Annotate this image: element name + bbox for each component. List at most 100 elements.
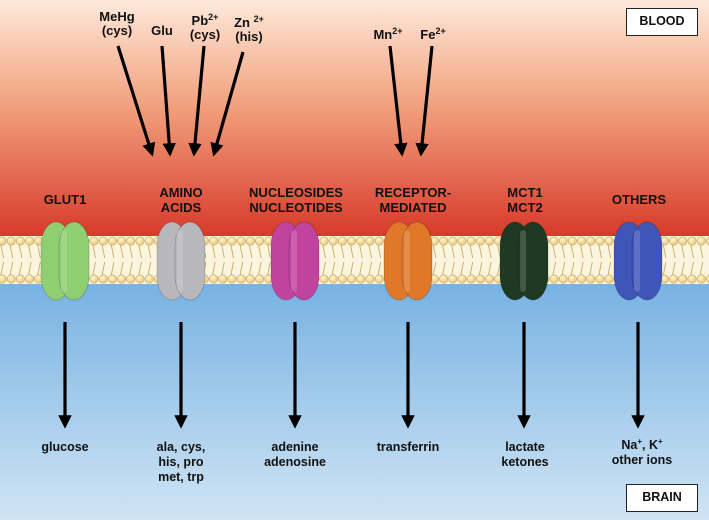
lipid-bilayer <box>0 236 709 284</box>
lipid-head <box>586 274 596 284</box>
lipid-tail <box>441 242 446 259</box>
lipid-tail <box>579 261 584 278</box>
ion-pb: Pb2+ (cys) <box>189 12 221 42</box>
transporter-lobe-right <box>631 221 663 301</box>
brain-region <box>0 284 709 520</box>
transporter-label-glut1: GLUT1 <box>43 192 87 207</box>
lipid-tail <box>18 242 23 259</box>
transporter-amino-acids <box>156 221 206 301</box>
lipid-head <box>485 274 495 284</box>
lipid-tail <box>552 242 556 259</box>
lipid-head <box>98 236 108 246</box>
lipid-tail <box>680 242 685 259</box>
transporter-mct <box>499 221 549 301</box>
transporter-label-others: OTHERS <box>611 192 667 207</box>
lipid-head <box>374 236 384 246</box>
lipid-tail <box>460 242 464 259</box>
lipid-tail <box>257 261 262 278</box>
lipid-tail <box>690 242 694 259</box>
lipid-head <box>15 236 25 246</box>
transporter-highlight <box>634 230 640 292</box>
lipid-tail <box>119 242 124 259</box>
lipid-head <box>236 274 246 284</box>
lipid-tail <box>239 242 244 259</box>
lipid-tail <box>211 261 216 278</box>
lipid-tail <box>230 261 234 278</box>
lipid-tail <box>377 242 382 259</box>
transporter-highlight <box>291 230 297 292</box>
transporter-lobe-right <box>401 221 433 301</box>
lipid-tail <box>377 261 382 278</box>
lipid-head <box>485 236 495 246</box>
lipid-head <box>558 274 568 284</box>
lipid-head <box>448 274 458 284</box>
lipid-head <box>126 274 136 284</box>
lipid-head <box>567 236 577 246</box>
lipid-head <box>696 274 706 284</box>
arrow-fe <box>415 45 434 157</box>
lipid-head <box>328 274 338 284</box>
lipid-tail <box>432 261 437 278</box>
lipid-tail <box>331 261 336 278</box>
transporter-nucleosides <box>270 221 320 301</box>
lipid-head <box>337 236 347 246</box>
lipid-head <box>227 236 237 246</box>
lipid-tail <box>36 261 41 278</box>
lipid-tail <box>607 242 612 259</box>
lipid-head <box>595 236 605 246</box>
lipid-head <box>549 274 559 284</box>
lipid-head <box>328 236 338 246</box>
lipid-head <box>25 274 35 284</box>
lipid-head <box>439 274 449 284</box>
arrow-pb <box>188 45 206 157</box>
lipid-head <box>457 236 467 246</box>
lipid-tail <box>680 261 685 278</box>
lipid-head <box>319 274 329 284</box>
lipid-head <box>356 236 366 246</box>
transporter-label-receptor-mediated: RECEPTOR- MEDIATED <box>374 185 452 215</box>
lipid-tail <box>450 261 455 278</box>
lipid-head <box>25 236 35 246</box>
lipid-tail <box>690 261 694 278</box>
lipid-head <box>705 236 709 246</box>
lipid-head <box>577 274 587 284</box>
lipid-tail <box>322 261 326 278</box>
lipid-head <box>374 274 384 284</box>
lipid-tail <box>487 261 492 278</box>
lipid-tail <box>671 242 676 259</box>
product-nucleosides: adenine adenosine <box>264 440 326 469</box>
lipid-head <box>558 236 568 246</box>
lipid-head <box>255 236 265 246</box>
lipid-tail <box>579 242 584 259</box>
lipid-head <box>669 274 679 284</box>
lipid-head <box>365 236 375 246</box>
lipid-tail <box>441 261 446 278</box>
transporter-highlight <box>404 230 410 292</box>
blood-label: BLOOD <box>626 8 698 36</box>
lipid-tail <box>138 261 142 278</box>
lipid-tail <box>561 261 566 278</box>
lipid-tail <box>110 261 115 278</box>
lipid-head <box>604 236 614 246</box>
lipid-head <box>466 236 476 246</box>
lipid-tail <box>368 261 372 278</box>
lipid-head <box>0 274 7 284</box>
lipid-tail <box>432 242 437 259</box>
lipid-tail <box>588 261 593 278</box>
lipid-head <box>687 274 697 284</box>
ion-fe: Fe2+ <box>420 26 446 42</box>
lipid-head <box>117 236 127 246</box>
lipid-head <box>365 274 375 284</box>
arrow-glu <box>160 45 176 157</box>
lipid-tail <box>239 261 244 278</box>
lipid-tail <box>257 242 262 259</box>
lipid-head <box>227 274 237 284</box>
lipid-head <box>245 236 255 246</box>
lipid-head <box>549 236 559 246</box>
lipid-tail <box>607 261 612 278</box>
lipid-head <box>687 236 697 246</box>
ion-mn: Mn2+ <box>373 26 403 42</box>
transporter-label-nucleosides: NUCLEOSIDES NUCLEOTIDES <box>249 185 343 215</box>
lipid-tail <box>27 242 32 259</box>
lipid-head <box>15 274 25 284</box>
